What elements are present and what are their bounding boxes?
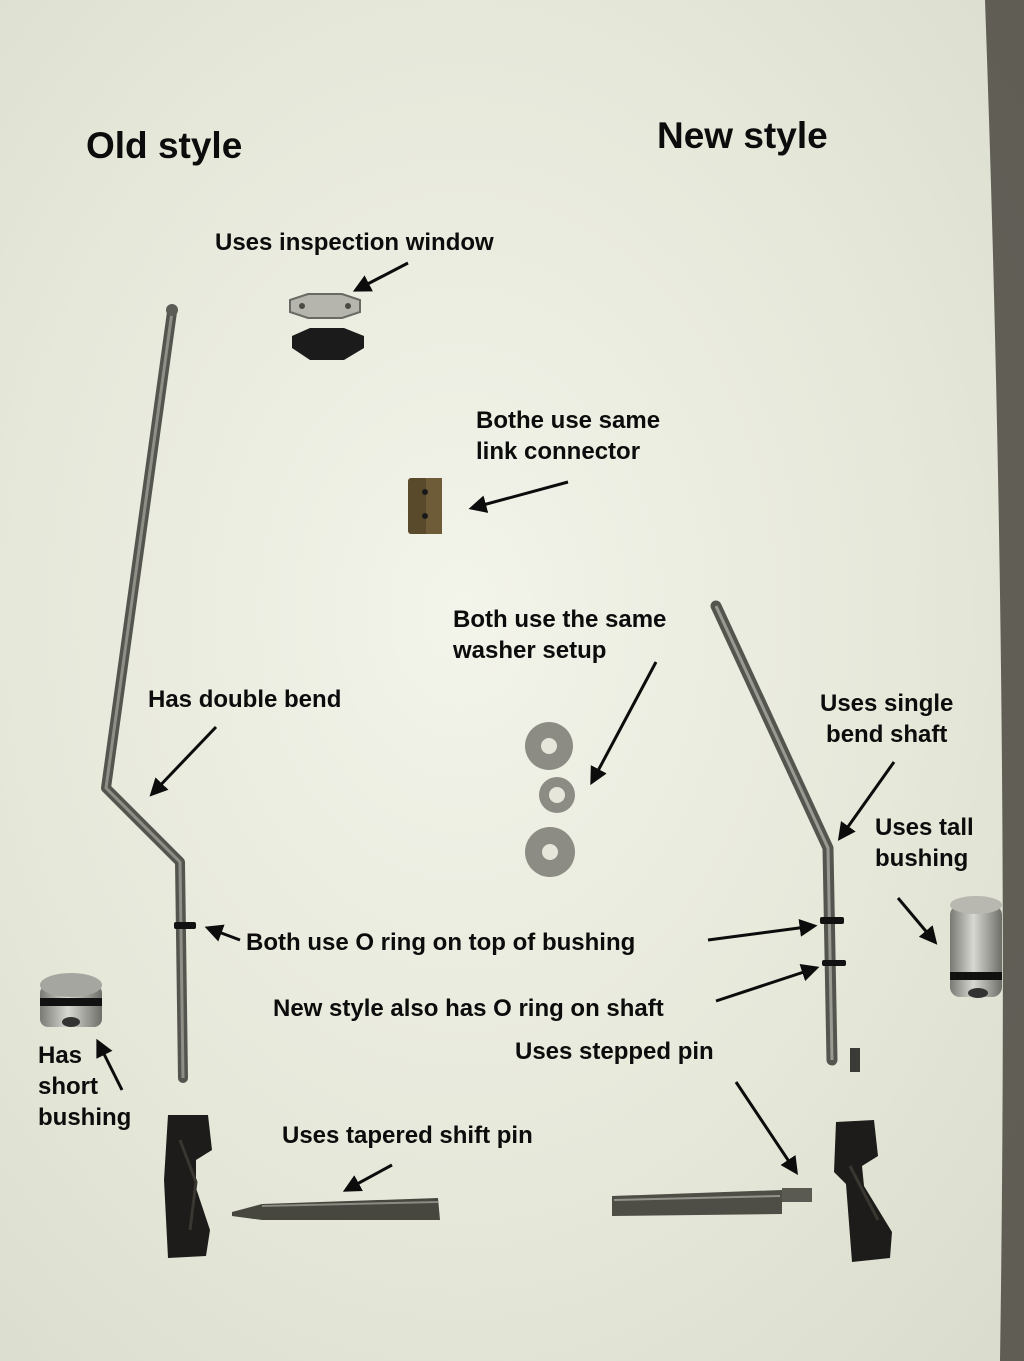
- stepped-pin: [612, 1188, 812, 1216]
- label-single-bend: Uses single bend shaft: [820, 688, 953, 750]
- old-shift-fork: [164, 1115, 212, 1258]
- label-line: bend shaft: [826, 721, 948, 748]
- short-bushing: [40, 973, 102, 1027]
- label-line: Uses single: [820, 690, 954, 717]
- inspection-window: [289, 293, 364, 360]
- label-tall-bushing: Uses tall bushing: [875, 812, 974, 874]
- label-line: Both use the same: [453, 606, 667, 633]
- label-washer-setup: Both use the same washer setup: [453, 604, 666, 666]
- washers: [525, 722, 575, 877]
- background-edge: [985, 0, 1024, 1361]
- label-line: Bothe use same: [476, 407, 661, 434]
- label-stepped-pin: Uses stepped pin: [515, 1038, 714, 1065]
- label-link-connector: Bothe use same link connector: [476, 405, 660, 467]
- label-line: Uses tall: [875, 814, 974, 841]
- label-line: bushing: [875, 845, 969, 872]
- new-shift-shaft: [710, 600, 860, 1072]
- label-line: bushing: [38, 1104, 132, 1131]
- old-style-heading: Old style: [86, 125, 243, 166]
- new-style-heading: New style: [657, 115, 828, 156]
- tapered-shift-pin: [232, 1198, 440, 1220]
- label-line: short: [38, 1073, 98, 1100]
- label-line: link connector: [476, 438, 641, 465]
- label-o-ring-shaft: New style also has O ring on shaft: [273, 995, 664, 1022]
- label-short-bushing: Has short bushing: [38, 1040, 131, 1133]
- label-line: washer setup: [453, 637, 607, 664]
- link-connector: [408, 478, 442, 534]
- tall-bushing: [950, 896, 1002, 998]
- label-tapered-pin: Uses tapered shift pin: [282, 1122, 533, 1149]
- annotation-arrows: [96, 261, 938, 1192]
- label-line: Has: [38, 1042, 83, 1069]
- new-shift-fork: [834, 1120, 892, 1262]
- label-double-bend: Has double bend: [148, 686, 342, 713]
- label-inspection-window: Uses inspection window: [215, 229, 494, 256]
- old-shift-shaft: [101, 304, 196, 1083]
- label-o-ring-top: Both use O ring on top of bushing: [246, 929, 636, 956]
